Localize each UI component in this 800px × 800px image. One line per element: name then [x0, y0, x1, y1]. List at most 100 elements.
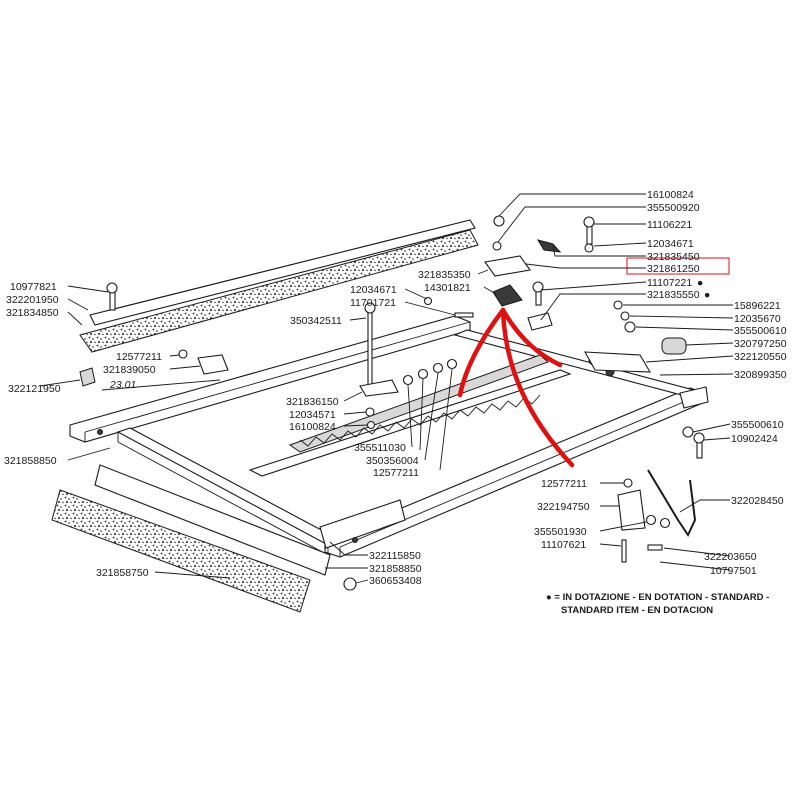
- frame-hole: [352, 537, 358, 543]
- part-number: 16100824: [289, 421, 336, 433]
- front-brush: [51, 464, 331, 613]
- left-end-plate: [319, 499, 406, 549]
- right-end-plate: [679, 386, 709, 409]
- note-line-1: ● = IN DOTAZIONE - EN DOTATION - STANDAR…: [546, 592, 769, 603]
- part-number: 321836150: [286, 396, 339, 408]
- part-number: 355500610: [731, 419, 784, 431]
- part-number-labels: 16100824 355500920 11106221 12034671 321…: [4, 189, 787, 587]
- front-brush-bristles: [51, 489, 311, 613]
- part-number: 16100824: [647, 189, 694, 201]
- bolt-11107621: [621, 539, 627, 563]
- bracket-321835550: [527, 312, 553, 331]
- part-number: 12577211: [373, 467, 419, 479]
- part-number: 12034671: [647, 238, 694, 250]
- screw-15896221: [613, 300, 623, 310]
- part-number: 12034671: [350, 284, 397, 296]
- hinge-322120550: [584, 351, 651, 373]
- part-number: 12035670: [734, 313, 781, 325]
- center-cross-rail: [248, 369, 572, 477]
- page-reference: 23.01: [109, 379, 136, 391]
- washer: [659, 517, 671, 529]
- bolt-head: [364, 302, 376, 314]
- part-number: 321835450: [647, 251, 700, 263]
- part-number: 322121950: [8, 383, 61, 395]
- part-number: 321858750: [96, 567, 149, 579]
- part-number: 350356004: [366, 455, 419, 467]
- part-number: 321858850: [4, 455, 57, 467]
- nut-16100824: [366, 420, 376, 430]
- part-number: 320899350: [734, 369, 787, 381]
- knife-teeth: [299, 394, 541, 447]
- part-number: 321835550: [647, 289, 700, 301]
- part-number: 322201950: [6, 294, 59, 306]
- bolt-head: [693, 432, 705, 444]
- part-number: 11106221: [647, 219, 692, 231]
- standard-marker: ●: [697, 277, 703, 289]
- part-number: 355511030: [354, 442, 406, 454]
- clamp-321836150: [359, 379, 399, 397]
- part-number: 11107621: [541, 539, 586, 551]
- highlight-box: [626, 257, 730, 275]
- part-number: 322194750: [537, 501, 590, 513]
- standard-item-note: ● = IN DOTAZIONE - EN DOTATION - STANDAR…: [546, 592, 769, 616]
- front-brush-holder: [94, 464, 331, 576]
- top-brush: [79, 219, 479, 353]
- part-number: 12577211: [116, 351, 162, 363]
- nut-360653408: [343, 577, 357, 591]
- note-line-2: STANDARD ITEM - EN DOTACION: [561, 605, 713, 616]
- bolt-head: [106, 282, 118, 294]
- bushing-350356004: [417, 368, 429, 380]
- part-number: 322120550: [734, 351, 787, 363]
- highlight-arrows: [457, 307, 575, 468]
- bracket-322194750: [617, 489, 646, 531]
- part-number: 360653408: [369, 575, 422, 587]
- part-number: 350342511: [290, 315, 342, 327]
- nut-12577211: [623, 478, 633, 488]
- rod-322028450: [647, 469, 697, 538]
- part-number: 11107221: [647, 277, 692, 289]
- clip-14301821: [492, 284, 523, 307]
- washer-12034571: [365, 407, 375, 417]
- bolt-head: [583, 216, 595, 228]
- part-number: 10977821: [10, 281, 57, 293]
- clip-322201950: [79, 367, 96, 387]
- nut-355500610: [682, 426, 694, 438]
- nut-355500610: [624, 321, 636, 333]
- part-number: 10797501: [710, 565, 757, 577]
- part-number: 322028450: [731, 495, 784, 507]
- washer-12034671: [584, 243, 594, 253]
- part-number: 355500610: [734, 325, 787, 337]
- frame-assembly: [69, 315, 709, 558]
- part-number: 11701721: [350, 297, 396, 309]
- standard-marker: ●: [704, 289, 710, 301]
- part-number: 10902424: [731, 433, 778, 445]
- top-brush-holder: [89, 219, 476, 326]
- part-number: 321835350: [418, 269, 471, 281]
- part-number: 12577211: [541, 478, 587, 490]
- nut-16100824: [493, 215, 505, 227]
- part-number: 322115850: [369, 550, 421, 562]
- nut-12577211: [178, 349, 188, 359]
- frame-hole: [97, 429, 103, 435]
- washer-355501930: [645, 514, 657, 526]
- part-number: 320797250: [734, 338, 787, 350]
- part-number: 321861250: [647, 263, 700, 275]
- part-number: 355501930: [534, 526, 587, 538]
- nut-12577211: [432, 362, 444, 374]
- part-number: 14301821: [424, 282, 471, 294]
- washer-355500920: [492, 241, 502, 251]
- part-number: 12034571: [289, 409, 336, 421]
- bolt-head: [532, 281, 544, 293]
- washer-12034671: [423, 296, 433, 306]
- screw-11701721: [454, 312, 474, 318]
- part-number: 355500920: [647, 202, 700, 214]
- part-number: 322203650: [704, 551, 757, 563]
- bolt-350342511: [367, 307, 373, 389]
- leader-lines: [39, 193, 734, 584]
- bracket-321835350: [484, 255, 531, 277]
- knife-bar: [288, 354, 549, 453]
- pin-10797501: [647, 544, 663, 551]
- washer-12035670: [620, 311, 630, 321]
- nut: [446, 358, 458, 370]
